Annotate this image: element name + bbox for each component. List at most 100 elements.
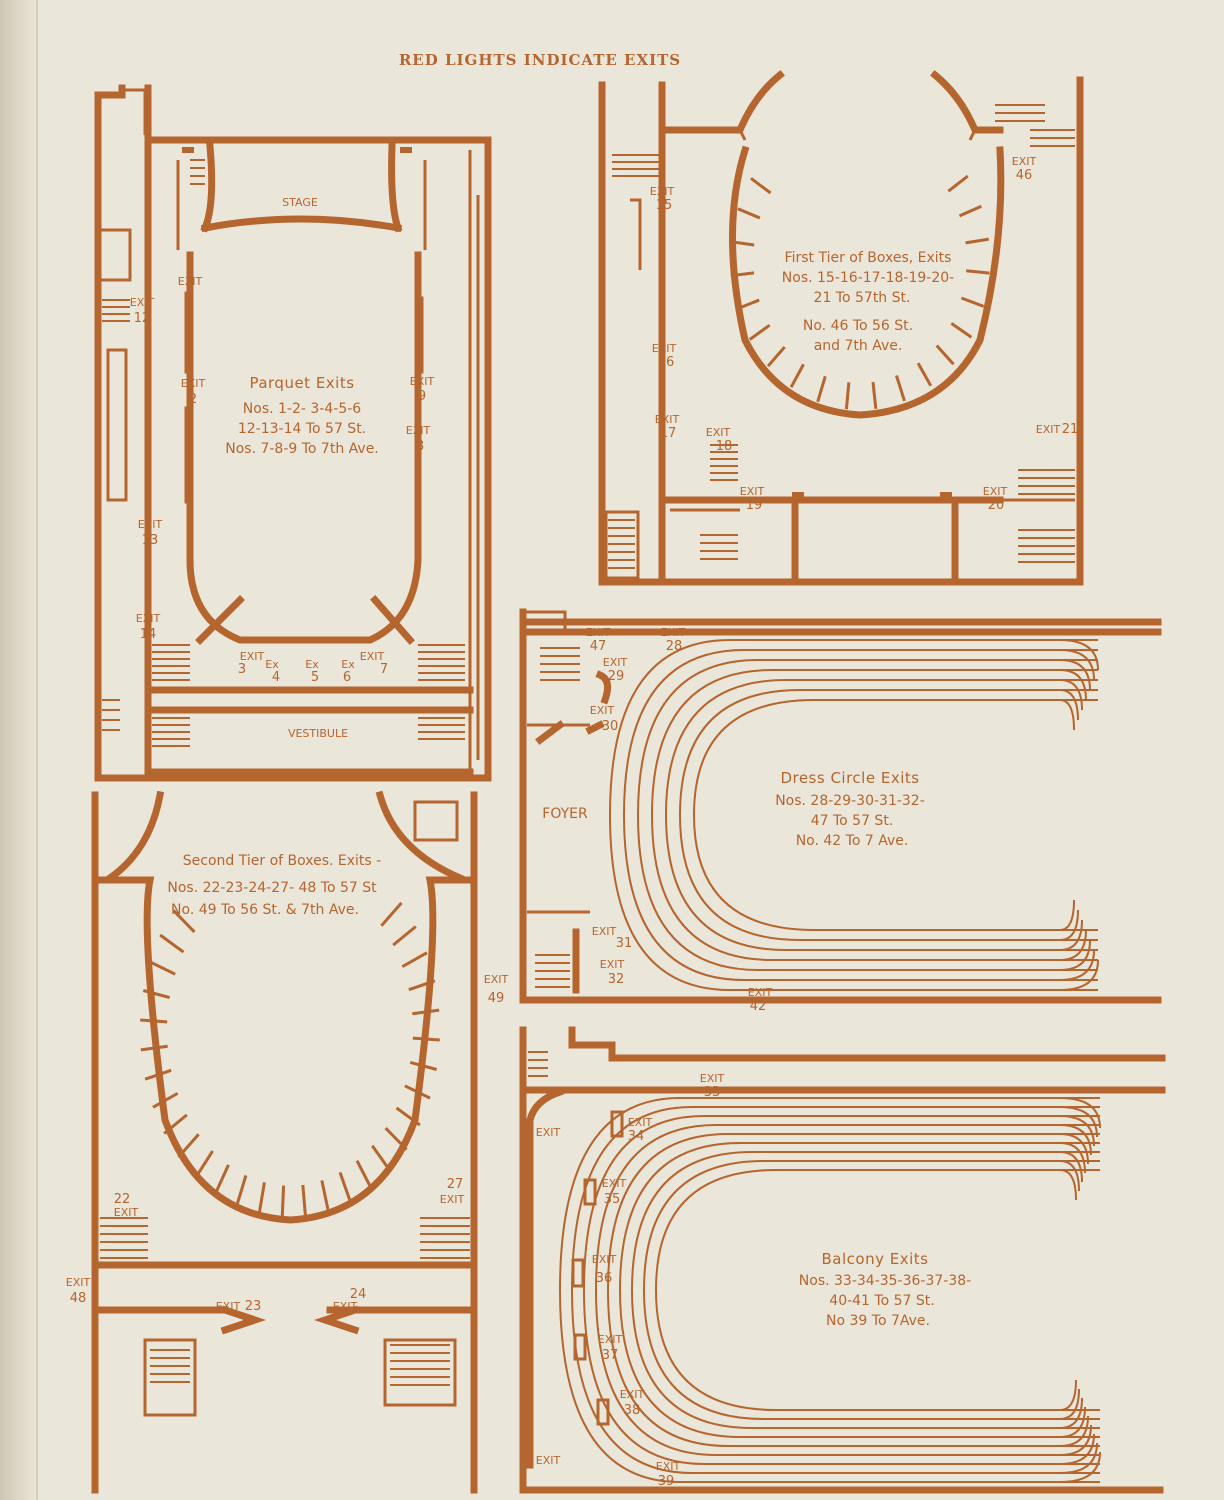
box-partition xyxy=(408,979,436,992)
first-tier-plan: First Tier of Boxes, Exits Nos. 15-16-17… xyxy=(598,70,1084,586)
box-partition xyxy=(958,204,982,218)
balcony-row-end xyxy=(1059,1142,1086,1174)
exit-24: 24 xyxy=(350,1287,367,1302)
box-partition xyxy=(149,960,176,976)
balcony-row-end xyxy=(1059,1151,1083,1183)
exit-word: EXIT xyxy=(360,650,385,663)
box-partition xyxy=(750,177,772,195)
dress-circle-row-end xyxy=(1059,939,1091,971)
exit-word: EXIT xyxy=(628,1116,653,1129)
box-partition xyxy=(384,1127,408,1151)
balcony-row-end xyxy=(1059,1106,1098,1138)
dress-circle-row xyxy=(650,669,1098,961)
binding-edge xyxy=(36,0,38,1500)
exit-49: 49 xyxy=(488,991,505,1006)
second-tier-line3: No. 49 To 56 St. & 7th Ave. xyxy=(171,902,359,918)
box-partition xyxy=(960,296,985,308)
first-tier-line2: Nos. 15-16-17-18-19-20- xyxy=(782,270,954,286)
box-partition xyxy=(895,375,906,402)
exit-14: 14 xyxy=(140,627,157,642)
box-partition xyxy=(371,1144,392,1173)
box-partition xyxy=(152,1092,179,1109)
exit-13: 13 xyxy=(142,533,159,548)
box-partition xyxy=(816,375,827,403)
exit-word: EXIT xyxy=(748,986,773,999)
exit-39: 39 xyxy=(658,1474,675,1489)
binding-spine xyxy=(0,0,38,1500)
exit-28: 28 xyxy=(666,639,683,654)
box-partition xyxy=(950,322,973,339)
exit-word: EXIT xyxy=(592,925,617,938)
exit-38: 38 xyxy=(624,1403,641,1418)
dress-circle-line2: Nos. 28-29-30-31-32- xyxy=(775,793,925,809)
exit-18: 18 xyxy=(716,439,733,454)
balcony-plan: Balcony Exits Nos. 33-34-35-36-37-38- 40… xyxy=(519,1026,1166,1494)
balcony-line4: No 39 To 7Ave. xyxy=(826,1313,930,1329)
exit-word: EXIT xyxy=(598,1333,623,1346)
dress-circle-row xyxy=(678,689,1098,941)
box-partition xyxy=(144,1068,172,1081)
box-partition xyxy=(404,1084,431,1100)
exit-29: 29 xyxy=(608,669,625,684)
exit-19: 19 xyxy=(746,498,763,513)
dress-circle-row-end xyxy=(1059,959,1099,991)
exit-word: EXIT xyxy=(592,1253,617,1266)
balcony-row-end xyxy=(1059,1133,1089,1165)
balcony-line1: Balcony Exits xyxy=(822,1250,929,1268)
balcony-row xyxy=(570,1106,1100,1474)
box-partition xyxy=(947,174,969,193)
box-partition xyxy=(338,1171,353,1205)
box-partition xyxy=(730,271,755,278)
exit-word: EXIT xyxy=(66,1276,91,1289)
exit-46: 46 xyxy=(1016,168,1033,183)
exit-47: 47 xyxy=(590,639,607,654)
exit-36: 36 xyxy=(596,1271,613,1286)
exit-word: EXIT xyxy=(700,1072,725,1085)
exit-15: 15 xyxy=(656,198,673,213)
exit-35: 35 xyxy=(604,1192,621,1207)
box-partition xyxy=(234,1175,248,1208)
exit-16: 16 xyxy=(658,355,675,370)
dress-circle-row-end xyxy=(1059,649,1095,681)
box-partition xyxy=(380,901,403,927)
second-tier-plan: Second Tier of Boxes. Exits - Nos. 22-23… xyxy=(66,790,509,1494)
box-partition xyxy=(766,345,786,368)
box-partition xyxy=(409,1060,438,1071)
second-tier-line1: Second Tier of Boxes. Exits - xyxy=(183,853,381,869)
balcony-line2: Nos. 33-34-35-36-37-38- xyxy=(799,1273,971,1289)
box-partition xyxy=(916,362,933,387)
balcony-row xyxy=(558,1097,1100,1483)
exit-42: 42 xyxy=(750,999,767,1014)
balcony-row xyxy=(642,1160,1100,1420)
balcony-line3: 40-41 To 57 St. xyxy=(829,1293,934,1309)
exit-5: 5 xyxy=(311,670,319,685)
box-partition xyxy=(140,1018,168,1024)
box-partition xyxy=(140,1044,168,1052)
exit-word: EXIT xyxy=(216,1300,241,1313)
dress-circle-line3: 47 To 57 St. xyxy=(811,813,894,829)
exit-word: EXIT xyxy=(406,424,431,437)
exit-word: EXIT xyxy=(603,656,628,669)
exit-word: EXIT xyxy=(536,1126,561,1139)
box-partition xyxy=(737,207,761,220)
parquet-title: Parquet Exits xyxy=(249,374,354,392)
dress-circle-row-end xyxy=(1059,909,1079,941)
dress-circle-line1: Dress Circle Exits xyxy=(780,769,919,787)
dress-circle-row-end xyxy=(1059,679,1083,711)
exit-48: 48 xyxy=(70,1291,87,1306)
exit-word: EXIT xyxy=(240,650,265,663)
dress-circle-row-end xyxy=(1059,899,1075,931)
balcony-row-end xyxy=(1059,1397,1083,1429)
exit-word: EXIT xyxy=(983,485,1008,498)
dress-circle-row xyxy=(622,649,1098,981)
balcony-row-end xyxy=(1059,1424,1092,1456)
box-partition xyxy=(736,298,760,311)
box-partition xyxy=(395,1106,421,1127)
balcony-row-end xyxy=(1059,1442,1098,1474)
exit-word: EXIT xyxy=(602,1177,627,1190)
box-partition xyxy=(392,925,417,947)
exit-3: 3 xyxy=(238,662,246,677)
box-partition xyxy=(965,237,989,245)
exit-30: 30 xyxy=(602,719,619,734)
